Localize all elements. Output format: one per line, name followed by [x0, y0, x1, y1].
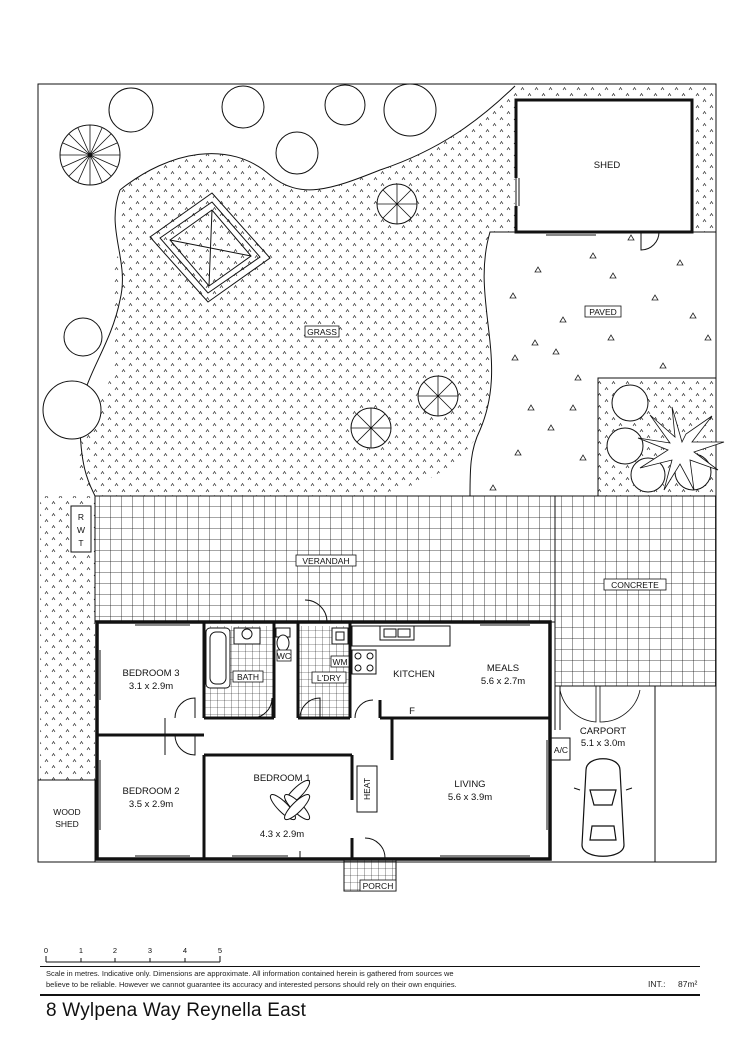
washing-machine-label: WM	[332, 657, 347, 667]
label-concrete: CONCRETE	[611, 580, 659, 590]
label-verandah: VERANDAH	[302, 556, 349, 566]
label-porch: PORCH	[363, 881, 394, 891]
gazebo	[149, 192, 271, 303]
bedroom2-name: BEDROOM 2	[122, 786, 179, 797]
label-paved: PAVED	[589, 307, 617, 317]
scale-tick-3: 3	[148, 946, 152, 955]
car-icon	[573, 758, 633, 857]
bedroom3-dims: 3.1 x 2.9m	[129, 681, 173, 692]
wood-shed	[37, 779, 96, 863]
disclaimer-line-2: believe to be reliable. However we canno…	[46, 980, 457, 989]
doors	[174, 599, 386, 859]
bedroom3-name: BEDROOM 3	[122, 668, 179, 679]
scale-tick-4: 4	[183, 946, 187, 955]
bedroom1-name: BEDROOM 1	[253, 773, 310, 784]
meals-name: MEALS	[487, 663, 519, 674]
scale-tick-0: 0	[44, 946, 48, 955]
shed	[514, 98, 694, 234]
scale-tick-5: 5	[218, 946, 222, 955]
internal-area-value: 87m²	[678, 979, 698, 989]
meals-dims: 5.6 x 2.7m	[481, 676, 525, 687]
fridge-label: F	[409, 706, 415, 717]
rainwater-tank	[70, 505, 92, 553]
laundry-label: L'DRY	[317, 673, 341, 683]
shrubs	[59, 124, 725, 491]
label-shed: SHED	[594, 160, 621, 171]
bedroom2-dims: 3.5 x 2.9m	[129, 799, 173, 810]
area-labels: GRASS PAVED SHED VERANDAH CONCRETE R W T…	[53, 160, 667, 892]
concrete	[554, 495, 717, 687]
living-dims: 5.6 x 3.9m	[448, 792, 492, 803]
footer-top-rule	[40, 966, 700, 967]
carport-dims: 5.1 x 3.0m	[581, 738, 625, 749]
kitchen-label: KITCHEN	[393, 669, 435, 680]
room-labels: BEDROOM 3 3.1 x 2.9m BEDROOM 2 3.5 x 2.9…	[122, 649, 626, 840]
label-wood: WOOD	[53, 807, 80, 817]
label-rwt-r: R	[78, 512, 84, 522]
carport-name: CARPORT	[580, 726, 626, 737]
carport	[555, 685, 656, 862]
scale-bar: 0 1 2 3 4 5	[44, 946, 222, 963]
label-wood-shed: SHED	[55, 819, 79, 829]
windows	[96, 621, 551, 860]
disclaimer: Scale in metres. Indicative only. Dimens…	[46, 968, 466, 990]
ceiling-fan-icon	[269, 779, 311, 821]
ac-label: A/C	[554, 745, 568, 755]
bedroom1-dims: 4.3 x 2.9m	[260, 829, 304, 840]
label-rwt-t: T	[78, 538, 83, 548]
label-grass: GRASS	[307, 327, 337, 337]
fixtures	[205, 625, 451, 813]
label-rwt-w: W	[77, 525, 85, 535]
footer-bottom-rule	[40, 994, 700, 996]
scale-tick-1: 1	[79, 946, 83, 955]
heater-label: HEAT	[362, 778, 372, 800]
bath-label: BATH	[237, 672, 259, 682]
living-name: LIVING	[454, 779, 485, 790]
disclaimer-line-1: Scale in metres. Indicative only. Dimens…	[46, 969, 454, 978]
wc-label: WC	[277, 651, 291, 661]
trees	[42, 83, 712, 493]
scale-tick-2: 2	[113, 946, 117, 955]
property-address: 8 Wylpena Way Reynella East	[46, 1000, 307, 1021]
internal-area-label: INT.:	[648, 979, 666, 989]
